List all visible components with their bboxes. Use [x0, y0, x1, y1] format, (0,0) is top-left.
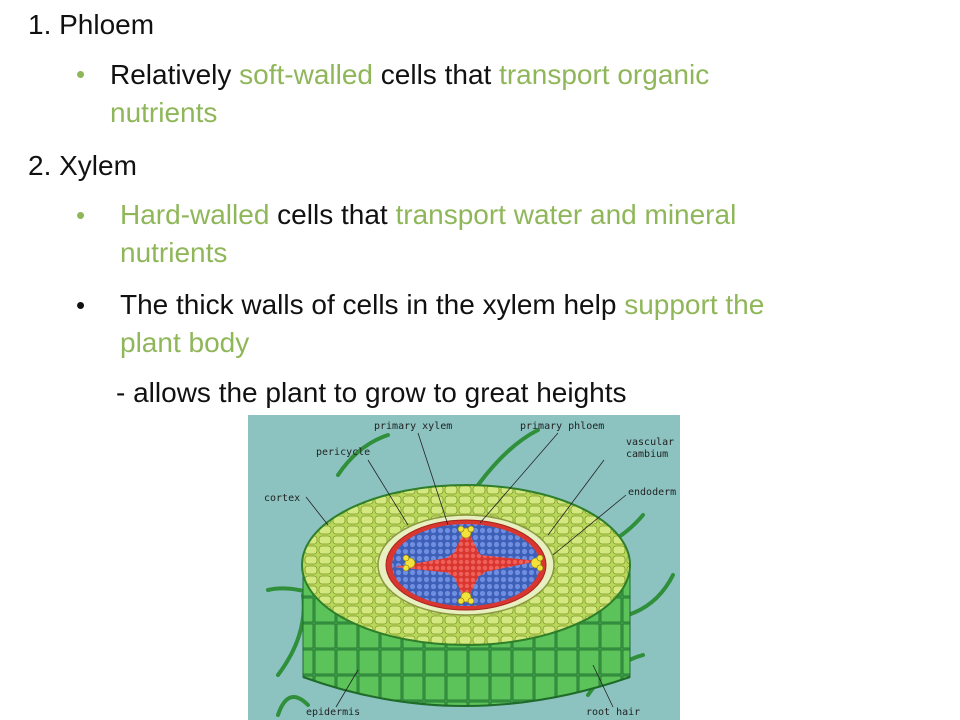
highlight-soft-walled: soft-walled	[239, 59, 374, 90]
highlight-hard-walled: Hard-walled	[120, 199, 270, 230]
primary-phloem	[402, 525, 544, 605]
sub-note: - allows the plant to grow to great heig…	[116, 377, 627, 408]
xylem-bullet2-line1: The thick walls of cells in the xylem he…	[120, 288, 764, 322]
label-primary-xylem: primary xylem	[374, 421, 452, 432]
label-endodermis: endoderm	[628, 487, 676, 498]
label-cambium: cambium	[626, 449, 668, 460]
text-run: Relatively	[110, 59, 240, 90]
label-cortex: cortex	[264, 493, 300, 504]
xylem-bullet2-line2: plant body	[120, 327, 250, 358]
heading-xylem: 2. Xylem	[28, 150, 137, 181]
primary-xylem	[394, 527, 538, 603]
label-vascular: vascular	[626, 437, 674, 448]
text-run: cells that	[373, 59, 500, 90]
label-root-hair: root hair	[586, 707, 640, 718]
text-run: cells that	[269, 199, 396, 230]
heading-phloem: 1. Phloem	[28, 9, 155, 40]
bullet-dot: •	[76, 59, 86, 89]
root-cross-section-diagram: primary xylem primary phloem pericycle v…	[248, 415, 680, 720]
leader-lines	[305, 432, 627, 708]
label-primary-phloem: primary phloem	[520, 421, 604, 432]
text-run: The thick walls of cells in the xylem he…	[120, 289, 625, 320]
label-pericycle: pericycle	[316, 447, 370, 458]
xylem-bullet1-line2: nutrients	[120, 237, 228, 268]
xylem-bullet1-line1: Hard-walled cells that transport water a…	[120, 198, 736, 232]
highlight-support: support the	[624, 289, 765, 320]
highlight-transport-water: transport water and mineral	[395, 199, 737, 230]
phloem-bullet-line1: Relatively soft-walled cells that transp…	[110, 58, 709, 92]
highlight-transport-organic: transport organic	[499, 59, 710, 90]
label-epidermis: epidermis	[306, 707, 360, 718]
phloem-bullet-line2: nutrients	[110, 97, 218, 128]
diagram-svg: primary xylem primary phloem pericycle v…	[264, 421, 676, 718]
bullet-dot: •	[76, 200, 86, 230]
bullet-dot: •	[76, 290, 86, 320]
